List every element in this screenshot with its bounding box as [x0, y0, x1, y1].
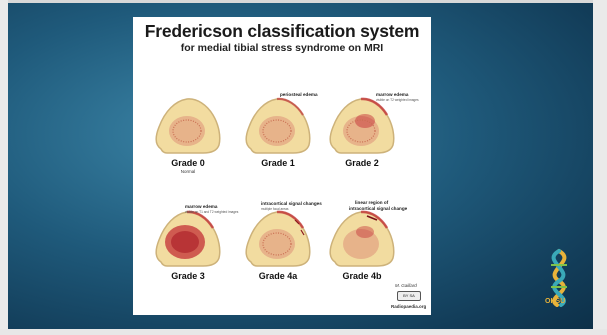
window-frame-left [0, 0, 8, 335]
figure-title: Fredericson classification system [133, 21, 431, 42]
bone-grade-4a [243, 210, 313, 268]
source-credit: Radiopaedia.org [391, 304, 426, 309]
bone-grade-0 [153, 97, 223, 155]
grade-1-label: Grade 1 [238, 158, 318, 168]
window-frame-top [0, 0, 607, 3]
grade-4a-annotation-detail: multiple focal areas [261, 207, 288, 211]
grade-0-label: Grade 0 [148, 158, 228, 168]
grade-3-annotation: marrow edema [185, 204, 217, 209]
grade-2-annotation-detail: visible on T2 weighted images [376, 98, 419, 102]
ohsu-logo-text: OHSU [545, 298, 565, 305]
bone-grade-2 [327, 97, 397, 155]
bone-grade-1 [243, 97, 313, 155]
grade-2-annotation: marrow edema [376, 92, 408, 97]
grade-4b-label: Grade 4b [322, 271, 402, 281]
window-frame-bottom [0, 329, 607, 335]
artist-signature: M. Gaillard [395, 283, 417, 288]
window-frame-right [593, 0, 607, 335]
figure-subtitle: for medial tibial stress syndrome on MRI [133, 42, 431, 54]
grade-4a-label: Grade 4a [238, 271, 318, 281]
grade-2-label: Grade 2 [322, 158, 402, 168]
grade-4a-annotation: intracortical signal changes [261, 201, 322, 206]
grade-4b-annotation-detail: intracortical signal change [349, 206, 407, 211]
grade-4b-annotation: linear region of [355, 200, 388, 205]
grade-3-label: Grade 3 [148, 271, 228, 281]
bone-grade-4b [327, 210, 397, 268]
grade-0-sublabel: Normal [148, 169, 228, 174]
bone-grade-3 [153, 210, 223, 268]
grade-1-annotation: periosteal edema [280, 92, 318, 97]
classification-figure: Fredericson classification system for me… [133, 17, 431, 315]
cc-license-badge: BY SA [397, 291, 421, 301]
grade-3-annotation-detail: visible on T1 and T2 weighted images [185, 210, 238, 214]
